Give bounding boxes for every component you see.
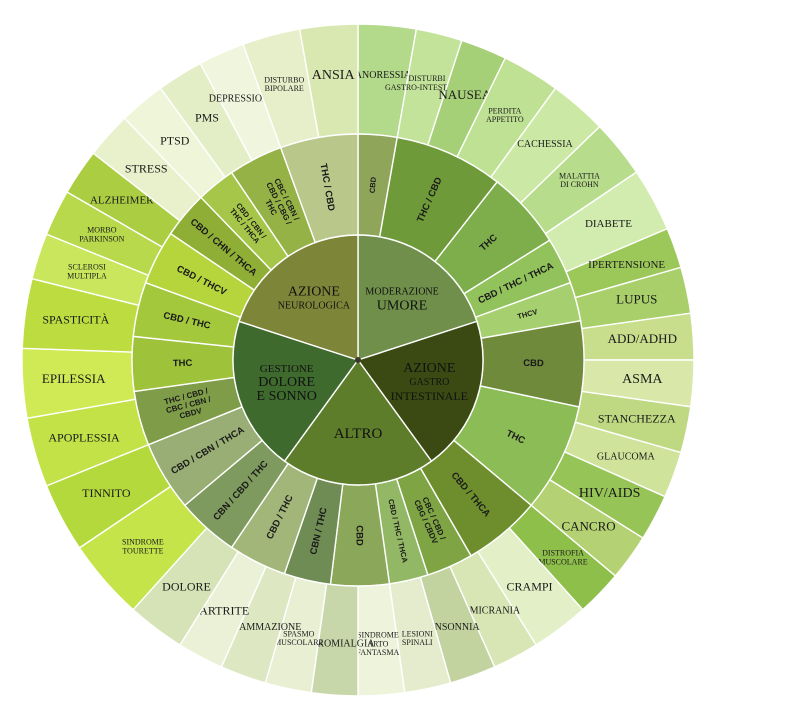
middle-segment-label: CBD <box>368 176 378 194</box>
outer-segment-label: SPASTICITÀ <box>42 312 109 326</box>
outer-segment-label: EMICRANIA <box>463 606 520 617</box>
outer-segment-label: CACHESSIA <box>517 139 573 150</box>
middle-segment-label: CBD <box>523 357 544 368</box>
outer-segment-label: ADD/ADHD <box>608 331 677 346</box>
outer-segment-label: IPERTENSIONE <box>588 258 665 270</box>
outer-segment-label: NAUSEA <box>438 87 491 102</box>
outer-segment-label: FIBROMIALGIA <box>302 639 376 650</box>
outer-segment-label: PMS <box>195 110 219 124</box>
center-segment <box>283 358 433 486</box>
outer-segment-label: TINNITO <box>82 486 131 500</box>
center-segment <box>232 320 360 463</box>
outer-segment-label: INFIAMMAZIONE <box>220 622 302 633</box>
outer-segment-label: STANCHEZZA <box>598 411 676 425</box>
outer-segment-label: ALZHEIMER <box>90 194 154 206</box>
center-segment <box>238 234 359 361</box>
outer-segment-label: INSONNIA <box>431 622 480 633</box>
outer-segment-label: DEPRESSIONE <box>209 94 276 105</box>
outer-segment-label: PTSD <box>160 133 190 147</box>
outer-segment-label: DIABETE <box>585 218 632 230</box>
outer-segment-label: APOPLESSIA <box>48 430 120 444</box>
center-segment-label: ALTRO <box>334 426 383 442</box>
outer-segment-label: GLAUCOMA <box>597 452 656 463</box>
outer-segment-label: CRAMPI <box>507 579 553 593</box>
center-dot <box>355 357 361 363</box>
middle-segment-label: THC <box>173 357 193 368</box>
center-segment <box>357 234 478 361</box>
outer-segment-label: CANCRO <box>561 519 615 534</box>
outer-segment-label: EPILESSIA <box>42 371 106 386</box>
outer-segment-label: ANSIA <box>312 68 356 83</box>
outer-segment-label: ANORESSIA <box>355 70 412 81</box>
outer-segment-label: LUPUS <box>616 292 657 307</box>
center-segment <box>356 320 484 463</box>
outer-segment-label: ARTRITE <box>199 603 249 617</box>
outer-segment-label: HIV/AIDS <box>579 486 640 501</box>
middle-segment-label: CBD <box>354 525 365 546</box>
outer-segment-label: ASMA <box>622 372 663 387</box>
outer-segment-label: STRESS <box>125 161 168 175</box>
outer-segment-label: DOLORE <box>162 579 211 593</box>
